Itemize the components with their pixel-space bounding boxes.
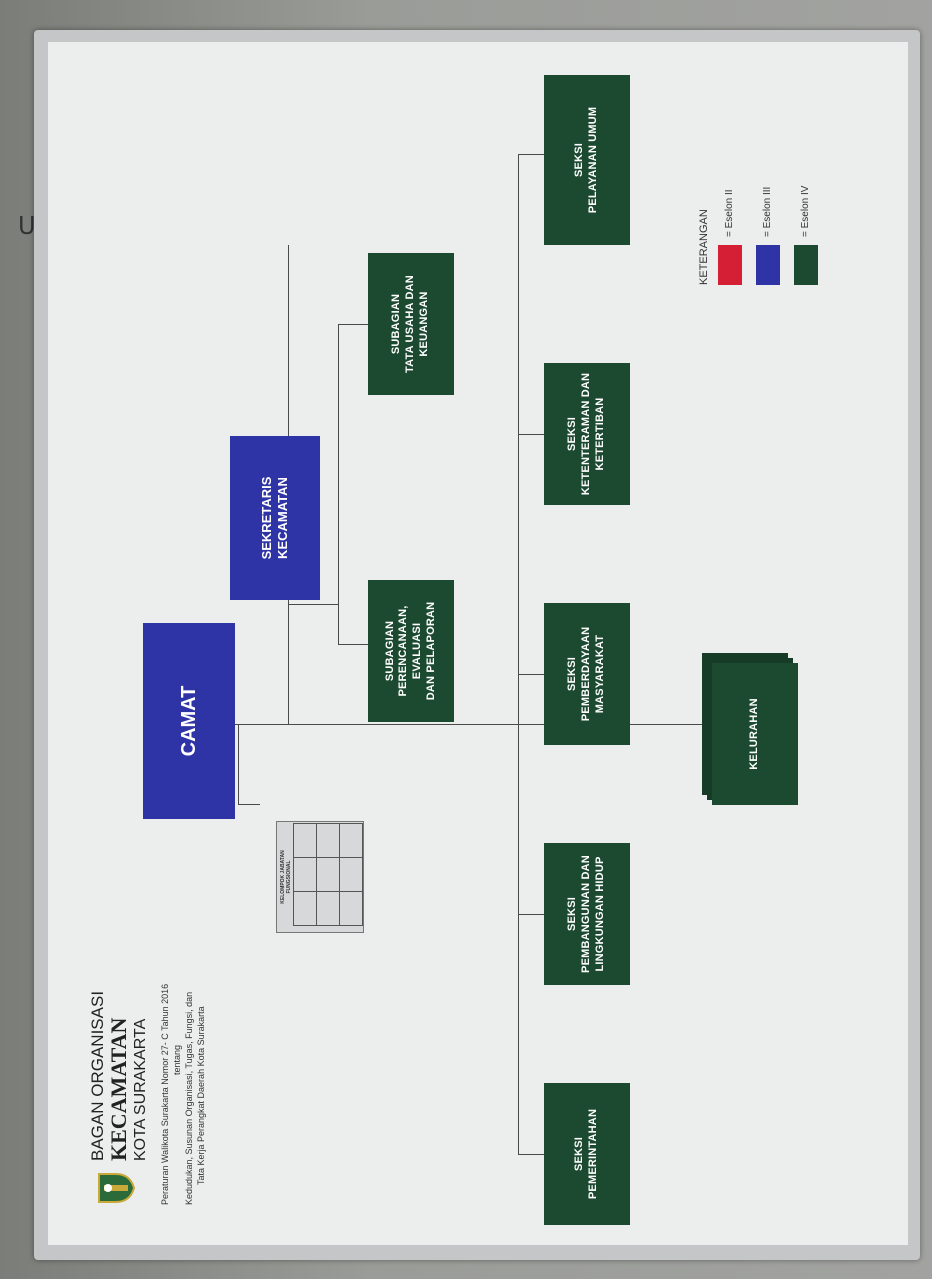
kelurahan-box: KELURAHAN (712, 663, 798, 805)
seksi-bar-line (518, 155, 519, 1155)
sub-tatausaha-label-2: TATA USAHA DAN (404, 275, 417, 373)
sub-tatausaha-label-1: SUBAGIAN (390, 293, 403, 355)
seksi-ketenteraman-label-2: KETENTERAMAN DAN (580, 372, 593, 496)
header-caption3: Kedudukan, Susunan Organisasi, Tugas, Fu… (184, 991, 194, 1205)
camat-box: CAMAT (143, 623, 235, 819)
kota-surakarta-emblem-icon (98, 1173, 136, 1203)
sub-tatausaha-label-3: KEUANGAN (417, 291, 430, 357)
seksi-pemberdayaan-label-3: MASYARAKAT (593, 634, 606, 714)
header-line3: KOTA SURAKARTA (132, 1018, 149, 1161)
seksi-pembangunan-label-1: SEKSI (566, 897, 579, 932)
seksi-drop-5 (518, 154, 544, 155)
org-chart-canvas: BAGAN ORGANISASI KECAMATAN KOTA SURAKART… (48, 42, 908, 1245)
fungsional-link-line (238, 725, 239, 805)
kelurahan-label: KELURAHAN (748, 698, 761, 770)
seksi-pelayanan-label-1: SEKSI (573, 143, 586, 178)
sekretaris-label-2: KECAMATAN (275, 477, 290, 559)
camat-label: CAMAT (177, 685, 200, 757)
sekretaris-drop-line (288, 604, 338, 605)
seksi-pemberdayaan-label-2: PEMBERDAYAAN (580, 626, 593, 722)
seksi-ketenteraman-label-1: SEKSI (566, 417, 579, 452)
seksi-pemberdayaan-label-1: SEKSI (566, 657, 579, 692)
seksi-ketenteraman-label-3: KETERTIBAN (593, 397, 606, 471)
legend-label-eselon-iii: = Eselon III (762, 186, 773, 237)
fungsional-drop-line (238, 804, 260, 805)
header-caption4: Tata Kerja Perangkat Daerah Kota Surakar… (196, 1006, 206, 1185)
seksi-pembangunan-label-3: LINGKUNGAN HIDUP (593, 856, 606, 972)
header-line1: BAGAN ORGANISASI (88, 990, 107, 1161)
header-caption1: Peraturan Walikota Surakarta Nomor 27- C… (160, 983, 170, 1205)
seksi-pemerintahan-label-2: PEMERINTAHAN (587, 1108, 599, 1200)
header-caption2: tentang (172, 1044, 182, 1075)
sub-perencanaan-label-2: PERENCANAAN, EVALUASI (397, 605, 423, 697)
seksi-drop-2 (518, 914, 544, 915)
legend-label-eselon-ii: = Eselon II (724, 189, 735, 237)
sub-perencanaan-label-1: SUBAGIAN (383, 620, 396, 682)
seksi-drop-1 (518, 1154, 544, 1155)
legend-swatch-eselon-iii (756, 245, 780, 285)
legend-title: KETERANGAN (698, 209, 710, 285)
header-line2: KECAMATAN (106, 1017, 131, 1161)
sub-perencanaan-label-3: DAN PELAPORAN (424, 601, 437, 701)
hook-top: ᑌ (18, 212, 36, 240)
legend-swatch-eselon-iv (794, 245, 818, 285)
legend-label-eselon-iv: = Eselon IV (800, 185, 811, 237)
seksi-pelayanan-label-2: PELAYANAN UMUM (587, 106, 599, 214)
legend: KETERANGAN = Eselon II = Eselon III = Es… (698, 65, 878, 285)
seksi-drop-3 (518, 674, 544, 675)
seksi-pembangunan-label-2: PEMBANGUNAN DAN (580, 855, 593, 973)
kelurahan-stack: KELURAHAN (702, 645, 802, 805)
seksi-pemerintahan-label-1: SEKSI (573, 1137, 586, 1172)
subagian-left-drop (338, 644, 368, 645)
fungsional-grid (293, 823, 363, 926)
fungsional-label-2: FUNGSIONAL (286, 860, 292, 894)
legend-swatch-eselon-ii (718, 245, 742, 285)
subagian-bar-line (338, 325, 339, 645)
org-chart-board: BAGAN ORGANISASI KECAMATAN KOTA SURAKART… (48, 42, 908, 1245)
sekretaris-label-1: SEKRETARIS (258, 476, 274, 560)
subagian-right-drop (338, 324, 368, 325)
seksi-drop-4 (518, 434, 544, 435)
